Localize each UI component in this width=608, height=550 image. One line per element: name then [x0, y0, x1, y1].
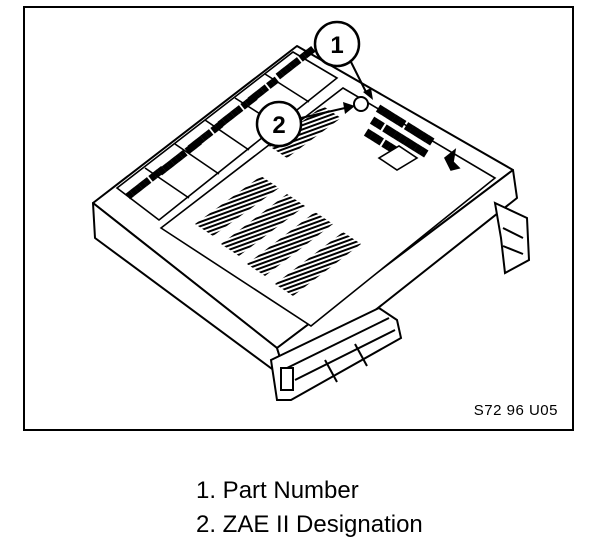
- callout-1-number: 1: [330, 32, 343, 59]
- control-module-illustration: ▇▇▇▇▇ ▇▇▇ ▇▇▇▇▇▇ ▇▇▇ ▇▇▇▇▇ ▇▇ ▇▇▇▇▇ ▇▇▇ …: [92, 20, 531, 401]
- callout-2-arrowhead: [343, 102, 355, 114]
- callout-2: 2: [255, 100, 355, 148]
- rear-bracket: [493, 201, 531, 275]
- barcode-blocks: [195, 106, 361, 296]
- legend-item-part-number: 1. Part Number: [196, 477, 359, 504]
- label-small-box: [377, 145, 419, 171]
- label-logo-mark: [353, 96, 369, 112]
- callout-1: 1: [313, 20, 373, 100]
- callout-2-leader: [300, 107, 346, 119]
- callout-2-number: 2: [272, 112, 285, 139]
- main-label-sticker: ▇▇▇▇▇ ▇▇▇▇▇ ▇▇ ▇▇▇▇▇▇▇▇ ▇▇▇ ▇▇▇▇: [159, 87, 497, 327]
- figure-frame: ▇▇▇▇▇ ▇▇▇ ▇▇▇▇▇▇ ▇▇▇ ▇▇▇▇▇ ▇▇ ▇▇▇▇▇ ▇▇▇ …: [23, 6, 574, 431]
- figure-code: S72 96 U05: [473, 402, 558, 419]
- front-bracket: [269, 306, 403, 401]
- label-arrow-symbol: [443, 148, 461, 171]
- callout-1-leader: [350, 61, 368, 95]
- callout-1-arrowhead: [363, 88, 373, 100]
- legend: 1. Part Number 2. ZAE II Designation: [196, 474, 423, 542]
- legend-item-zae-ii-designation: 2. ZAE II Designation: [196, 511, 423, 538]
